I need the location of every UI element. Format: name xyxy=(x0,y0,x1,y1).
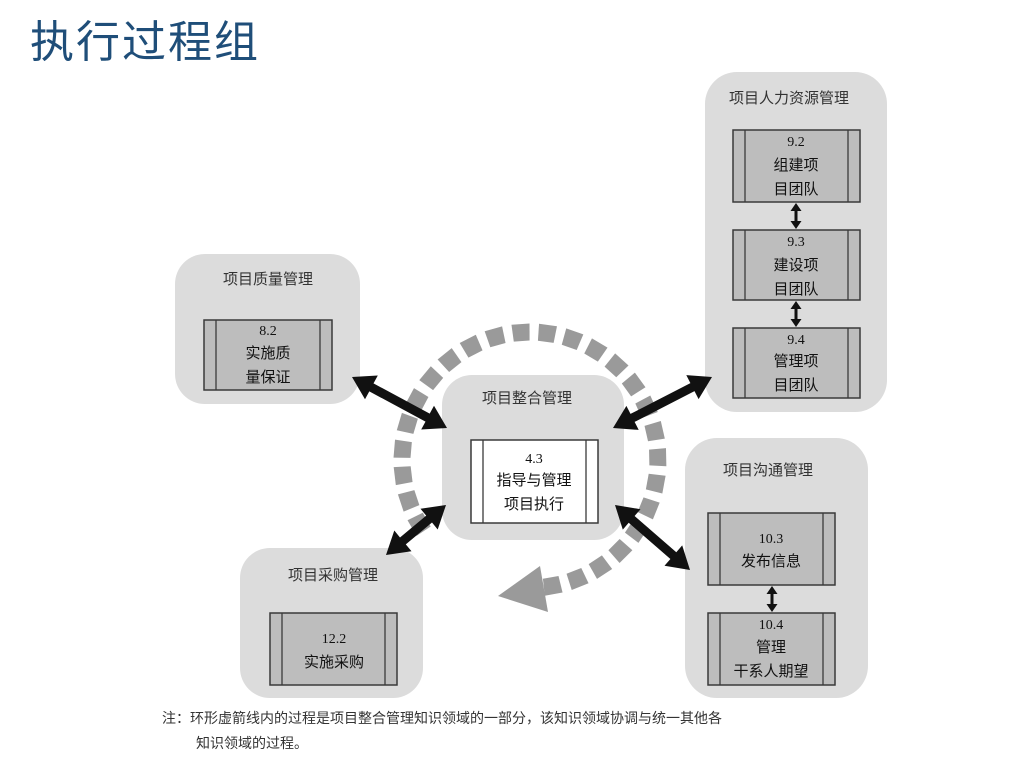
ring-dash xyxy=(561,328,584,350)
process-number: 10.3 xyxy=(759,532,784,547)
process-box-8-2: 8.2 实施质 量保证 xyxy=(203,319,333,391)
ring-dash xyxy=(393,439,412,458)
process-box-9-4: 9.4 管理项 目团队 xyxy=(732,327,861,399)
ring-dash xyxy=(645,473,666,494)
process-name-line1: 实施质 xyxy=(245,344,290,362)
arrow-comm-integration xyxy=(615,505,690,570)
process-name-line1: 实施采购 xyxy=(304,653,364,671)
process-name-line2: 目团队 xyxy=(773,280,818,298)
footnote-line2: 知识领域的过程。 xyxy=(196,736,308,752)
ring-dash xyxy=(649,448,667,467)
process-name-line1: 管理 xyxy=(756,638,786,656)
process-number: 4.3 xyxy=(525,452,543,467)
process-name-line2: 干系人期望 xyxy=(733,662,808,680)
process-name-line1: 建设项 xyxy=(773,256,818,274)
ring-dash xyxy=(484,326,506,348)
area-label-hr: 项目人力资源管理 xyxy=(729,89,849,107)
arrow-quality-integration xyxy=(352,375,447,430)
process-number: 12.2 xyxy=(322,632,347,647)
area-label-integration: 项目整合管理 xyxy=(482,389,572,407)
area-label-quality: 项目质量管理 xyxy=(223,270,313,288)
footnote-line1: 注：环形虚箭线内的过程是项目整合管理知识领域的一部分，该知识领域协调与统一其他各 xyxy=(162,711,722,727)
process-name-line1: 发布信息 xyxy=(741,552,801,570)
arrow-9-3-9-4 xyxy=(790,301,802,327)
arrow-procurement-integration xyxy=(386,505,446,555)
process-box-10-3: 10.3 发布信息 xyxy=(707,512,836,586)
ring-dash xyxy=(644,421,665,442)
process-box-9-2: 9.2 组建项 目团队 xyxy=(732,129,861,203)
ring-dash xyxy=(537,323,557,343)
arrow-10-3-10-4 xyxy=(766,586,778,612)
ring-dash xyxy=(459,334,483,358)
ring-dash xyxy=(397,490,420,512)
ring-dash xyxy=(566,567,589,590)
process-name-line2: 目团队 xyxy=(773,180,818,198)
process-name-line1: 组建项 xyxy=(773,156,818,174)
process-box-9-3: 9.3 建设项 目团队 xyxy=(732,229,861,301)
process-box-10-4: 10.4 管理 干系人期望 xyxy=(707,612,836,686)
process-name-line1: 管理项 xyxy=(773,352,818,370)
process-box-12-2: 12.2 实施采购 xyxy=(269,612,398,686)
ring-dash xyxy=(396,412,418,434)
arrow-9-2-9-3 xyxy=(790,203,802,229)
ring-dash xyxy=(604,353,629,378)
process-name-line2: 项目执行 xyxy=(504,495,564,513)
ring-dash xyxy=(621,372,646,397)
process-number: 8.2 xyxy=(259,324,277,339)
process-name-line2: 目团队 xyxy=(773,376,818,394)
arrows xyxy=(352,203,802,612)
process-number: 9.3 xyxy=(787,235,805,250)
process-box-4-3: 4.3 指导与管理 项目执行 xyxy=(470,439,599,524)
arrow-hr-integration xyxy=(613,375,712,430)
footnote: 注：环形虚箭线内的过程是项目整合管理知识领域的一部分，该知识领域协调与统一其他各… xyxy=(162,707,882,757)
process-number: 10.4 xyxy=(759,618,784,633)
ring-dash xyxy=(419,366,444,391)
process-name-line1: 指导与管理 xyxy=(496,471,571,489)
ring-dash xyxy=(588,555,613,579)
area-label-procurement: 项目采购管理 xyxy=(288,566,378,584)
ring-arrowhead xyxy=(498,566,548,612)
ring-dash xyxy=(608,539,633,564)
ring-dash xyxy=(584,338,608,362)
ring-dash xyxy=(637,497,660,520)
process-number: 9.4 xyxy=(787,333,805,348)
ring-dash xyxy=(511,323,530,342)
process-number: 9.2 xyxy=(787,135,805,150)
ring-dash xyxy=(437,348,462,373)
ring-dash xyxy=(393,466,413,486)
page-title: 执行过程组 xyxy=(30,17,260,68)
process-name-line2: 量保证 xyxy=(245,368,290,386)
area-label-comm: 项目沟通管理 xyxy=(723,461,813,479)
ring-dash xyxy=(542,576,563,596)
